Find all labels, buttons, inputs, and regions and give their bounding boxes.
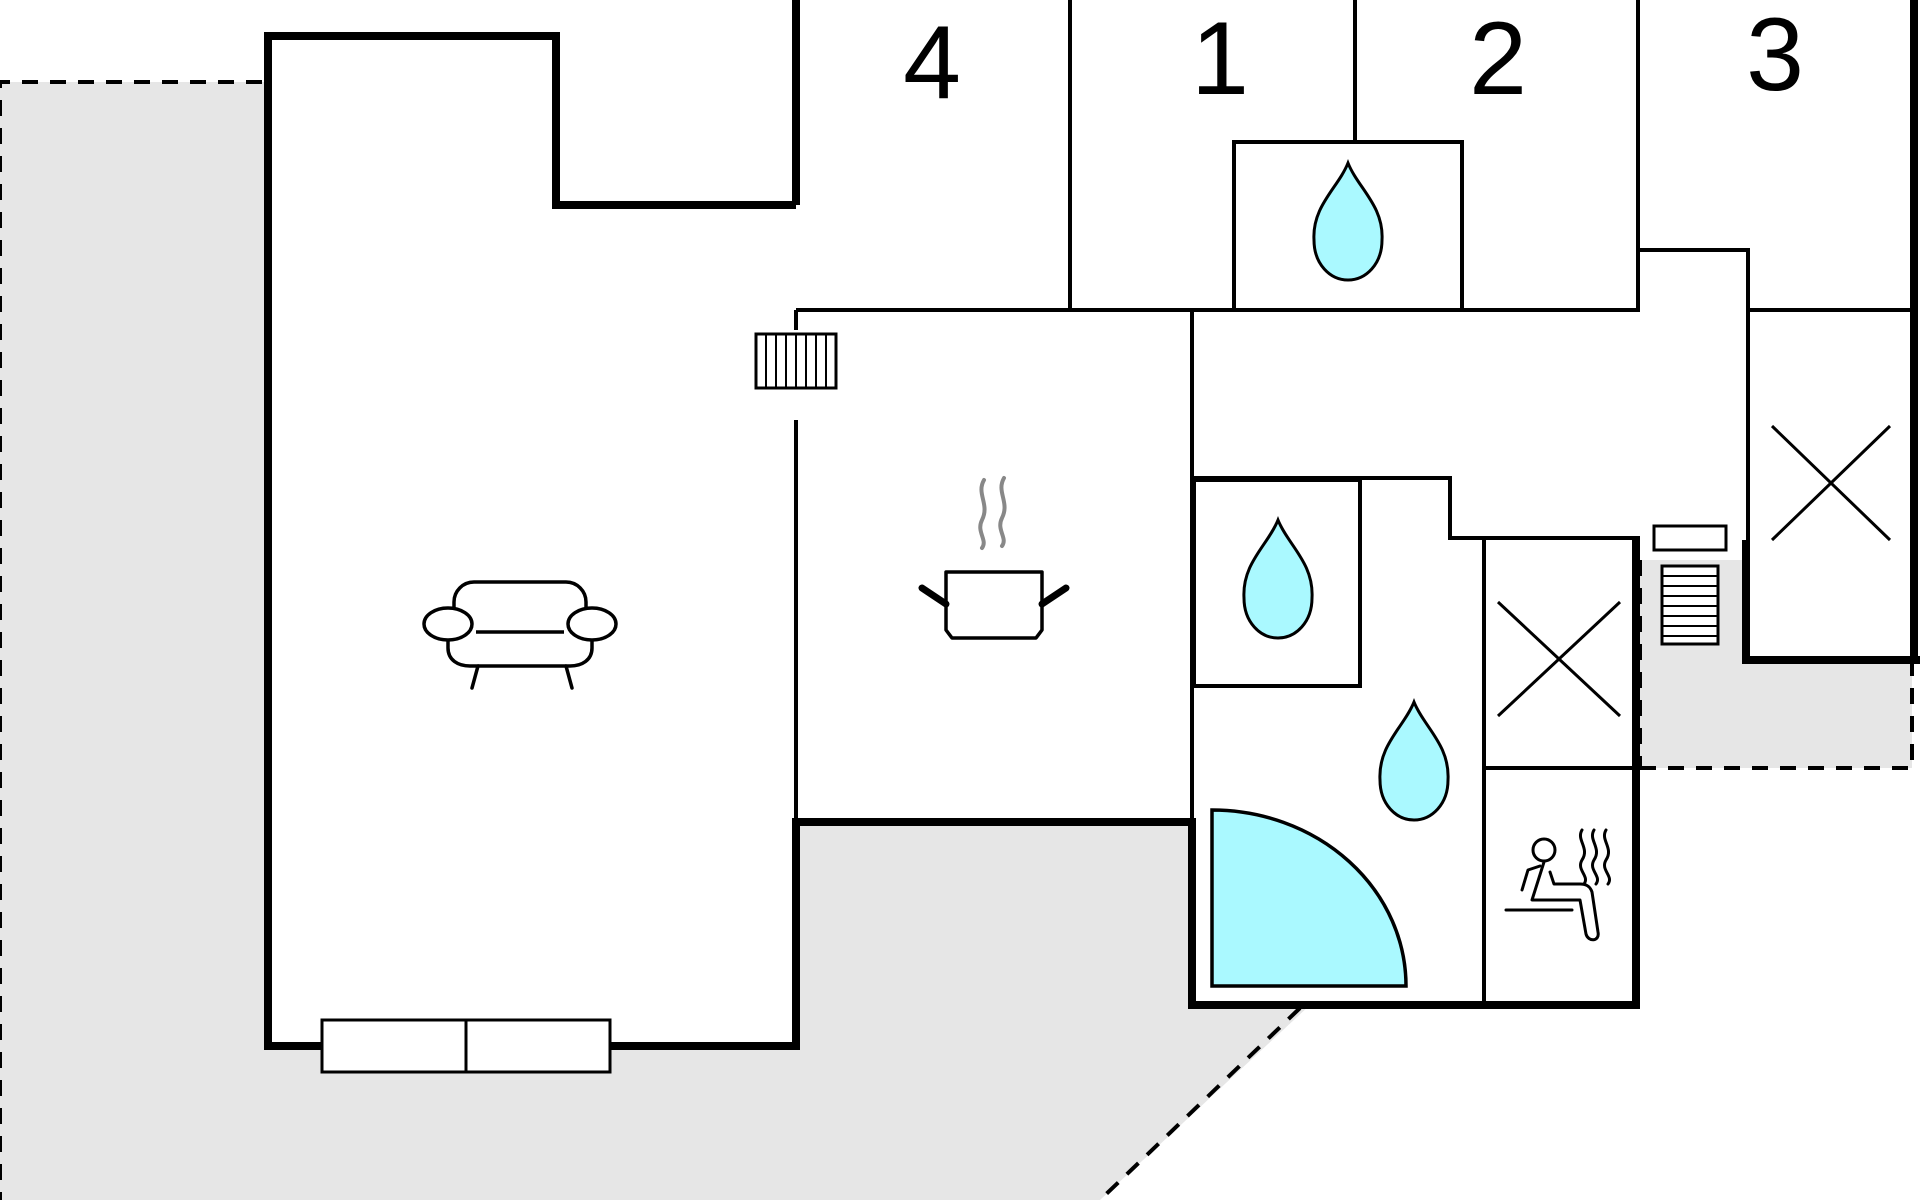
sofa-icon: [422, 580, 618, 690]
interior-walls: [794, 0, 1918, 1005]
sauna-icon: [1504, 828, 1611, 942]
quarter-circle-shower-icon: [1210, 808, 1408, 988]
terrace-left: [0, 82, 1310, 1200]
cross-icon: [1770, 424, 1892, 542]
room-labels: 4 1 2 3: [903, 0, 1804, 121]
fireplace-icon: [754, 332, 838, 390]
room-number-1: 1: [1191, 1, 1249, 117]
water-drop-icon: [1312, 158, 1384, 282]
sliding-door: [320, 1018, 612, 1074]
water-drop-icon: [1242, 515, 1314, 640]
water-drop-icon: [1378, 697, 1450, 822]
room-number-2: 2: [1469, 1, 1527, 117]
cooking-pot-icon: [918, 476, 1070, 640]
cross-icon: [1496, 600, 1622, 718]
room-number-4: 4: [903, 5, 961, 121]
stairs-icon: [1652, 524, 1728, 646]
room-number-3: 3: [1746, 0, 1804, 113]
